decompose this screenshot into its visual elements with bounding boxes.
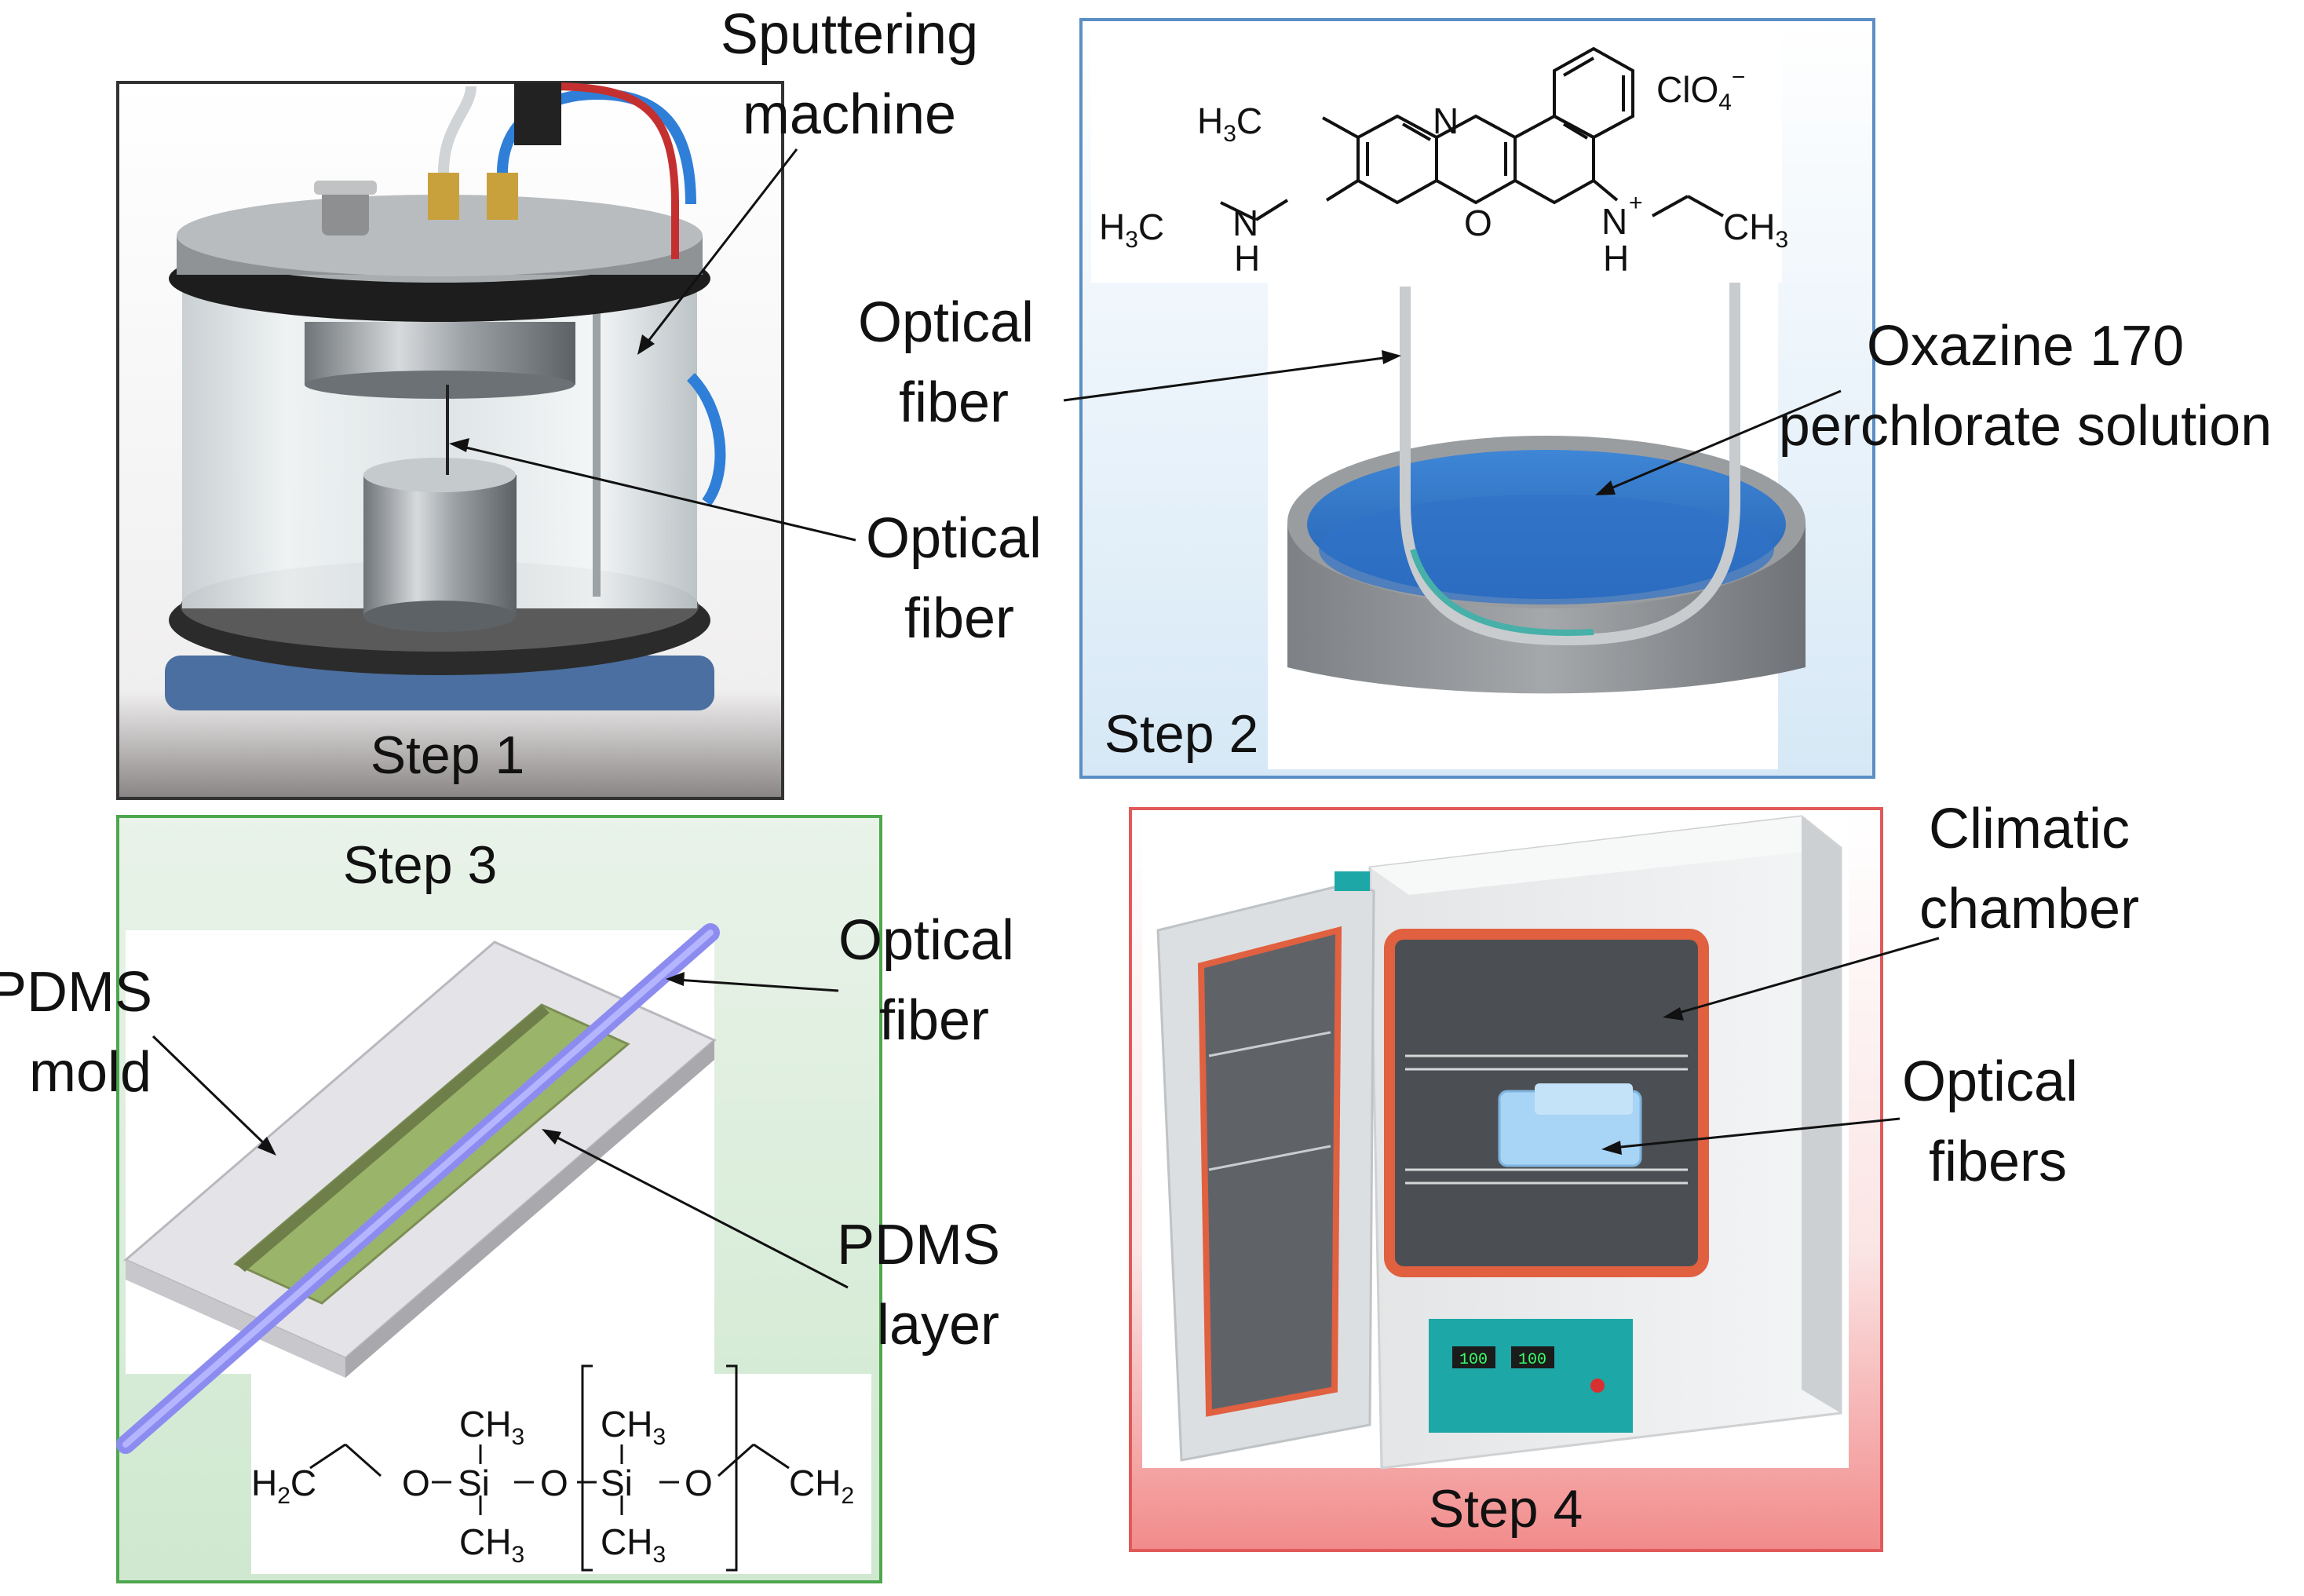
chem-h3c-left-c: C — [1138, 206, 1164, 247]
oxazine-170-structure — [1220, 46, 1724, 221]
label-chamber-line2: chamber — [1919, 878, 2139, 940]
arrow-fiber-step3 — [676, 978, 839, 992]
control-panel — [1429, 1319, 1633, 1433]
label-mold-line1: PDMS — [0, 961, 152, 1024]
chem-ch3-2-bot-sub: 3 — [652, 1542, 666, 1568]
chem-ch2: CH — [789, 1463, 841, 1503]
pdms-structure: H2C O Si O Si O CH2 CH3 CH3 CH3 CH3 — [251, 1364, 854, 1572]
step2-panel: H3C N O ClO4− H3C N H N + H CH3 Optical … — [858, 18, 2272, 779]
label-sputtering-line1: Sputtering — [721, 3, 978, 66]
oven-shelves — [1405, 1054, 1688, 1185]
chem-o2: O — [540, 1463, 568, 1503]
chem-ch3-1-bot: CH — [459, 1521, 511, 1562]
label-chamber-line1: Climatic — [1929, 798, 2130, 860]
svg-text:CH3: CH3 — [601, 1521, 666, 1568]
chem-h3c-top-h: H — [1197, 100, 1223, 141]
chem-si1: Si — [458, 1463, 490, 1503]
label-mold-line2: mold — [29, 1041, 152, 1104]
solution-dish-illustration — [1287, 283, 1806, 694]
step3-title: Step 3 — [343, 835, 498, 895]
label-solution-line1: Oxazine 170 — [1867, 315, 2184, 378]
label-sputtering-line2: machine — [743, 83, 956, 146]
base-plate — [165, 656, 714, 710]
step4-title: Step 4 — [1429, 1479, 1583, 1539]
arrow-layer — [550, 1133, 849, 1289]
svg-text:CH3: CH3 — [601, 1404, 666, 1450]
label-fiber-step3-line2: fiber — [879, 989, 989, 1052]
chem-clo4: ClO — [1656, 69, 1718, 110]
label-fibers-line2: fibers — [1929, 1130, 2067, 1193]
label-fiber-step1-line1: Optical — [866, 507, 1042, 570]
fiber-holder — [363, 475, 517, 616]
svg-text:CH3: CH3 — [1723, 206, 1788, 253]
label-layer-line1: PDMS — [837, 1214, 1000, 1276]
chem-nh-left-n: N — [1232, 203, 1258, 243]
arrow-sputtering — [642, 148, 798, 348]
chem-ch3-2-top-sub: 3 — [652, 1424, 666, 1450]
svg-text:H3C: H3C — [1099, 206, 1164, 253]
svg-text:ClO4−: ClO4− — [1656, 64, 1745, 115]
chem-ch3-2-bot: CH — [601, 1521, 652, 1562]
svg-text:H2C: H2C — [251, 1463, 316, 1509]
arrow-solution — [1605, 389, 1842, 492]
chem-h3c-left-sub: 3 — [1125, 227, 1138, 253]
chem-h2c-c: C — [290, 1463, 316, 1503]
chem-nh-right-h: H — [1603, 238, 1629, 279]
chem-clo4-sub: 4 — [1718, 89, 1732, 115]
arrow-mold — [152, 1035, 270, 1149]
step2-title: Step 2 — [1105, 704, 1259, 764]
chem-ch3-2-top: CH — [601, 1404, 652, 1444]
chem-ch3-right-sub: 3 — [1775, 227, 1788, 253]
label-fiber-step2-line2: fiber — [899, 371, 1009, 434]
chem-nh-right-plus: + — [1629, 190, 1643, 216]
chem-ch2-sub: 2 — [841, 1483, 854, 1509]
step1-panel: Sputtering machine Optical fiber Step 1 — [116, 3, 1042, 800]
chem-clo4-sup: − — [1732, 64, 1746, 90]
svg-text:CH3: CH3 — [459, 1521, 524, 1568]
chem-o3: O — [685, 1463, 713, 1503]
svg-text:H3C: H3C — [1197, 100, 1262, 147]
svg-text:CH2: CH2 — [789, 1463, 854, 1509]
arrow-chamber — [1673, 937, 1940, 1016]
arrow-fiber-step2 — [1063, 356, 1390, 402]
chem-ch3-1-bot-sub: 3 — [511, 1542, 524, 1568]
chem-ch3-right: CH — [1723, 206, 1775, 247]
label-fiber-step3-line1: Optical — [838, 909, 1014, 972]
chem-o-ring: O — [1464, 203, 1492, 243]
label-fiber-step1-line2: fiber — [904, 587, 1014, 650]
chem-n-ring: N — [1433, 100, 1459, 141]
step3-panel: H2C O Si O Si O CH2 CH3 CH3 CH3 CH3 Step… — [0, 815, 1014, 1583]
label-fibers-line1: Optical — [1902, 1050, 2078, 1113]
arrow-fibers — [1612, 1117, 1901, 1149]
chem-h3c-top-c: C — [1236, 100, 1262, 141]
chem-ch3-1-top-sub: 3 — [511, 1424, 524, 1450]
label-solution-line2: perchlorate solution — [1779, 395, 2272, 458]
chem-ch3-1-top: CH — [459, 1404, 511, 1444]
chem-o1: O — [402, 1463, 430, 1503]
chem-h2c-sub: 2 — [277, 1483, 290, 1509]
sputtering-machine-illustration — [165, 82, 726, 710]
pdms-mold-illustration — [116, 923, 720, 1454]
label-fiber-step2-line1: Optical — [858, 291, 1034, 354]
arrow-fiber-step1 — [458, 444, 856, 542]
chem-si2: Si — [601, 1463, 633, 1503]
svg-text:CH3: CH3 — [459, 1404, 524, 1450]
display-left: 100 — [1459, 1351, 1488, 1369]
chem-h2c-h: H — [251, 1463, 277, 1503]
chem-h3c-top-sub: 3 — [1223, 121, 1236, 147]
chem-nh-left-h: H — [1234, 238, 1260, 279]
climatic-chamber-illustration: 100 100 — [1156, 815, 1842, 1470]
label-layer-line2: layer — [877, 1294, 999, 1357]
step4-panel: 100 100 Climatic chamber Optical fibers … — [1129, 798, 2139, 1552]
chem-h3c-left-h: H — [1099, 206, 1125, 247]
chem-nh-right-n: N — [1601, 201, 1627, 242]
optical-fiber-loop — [1400, 283, 1740, 646]
display-right: 100 — [1518, 1351, 1546, 1369]
oxazine-170-labels: H3C N O ClO4− H3C N H N + H CH3 — [1099, 64, 1788, 279]
step1-title: Step 1 — [371, 725, 525, 785]
